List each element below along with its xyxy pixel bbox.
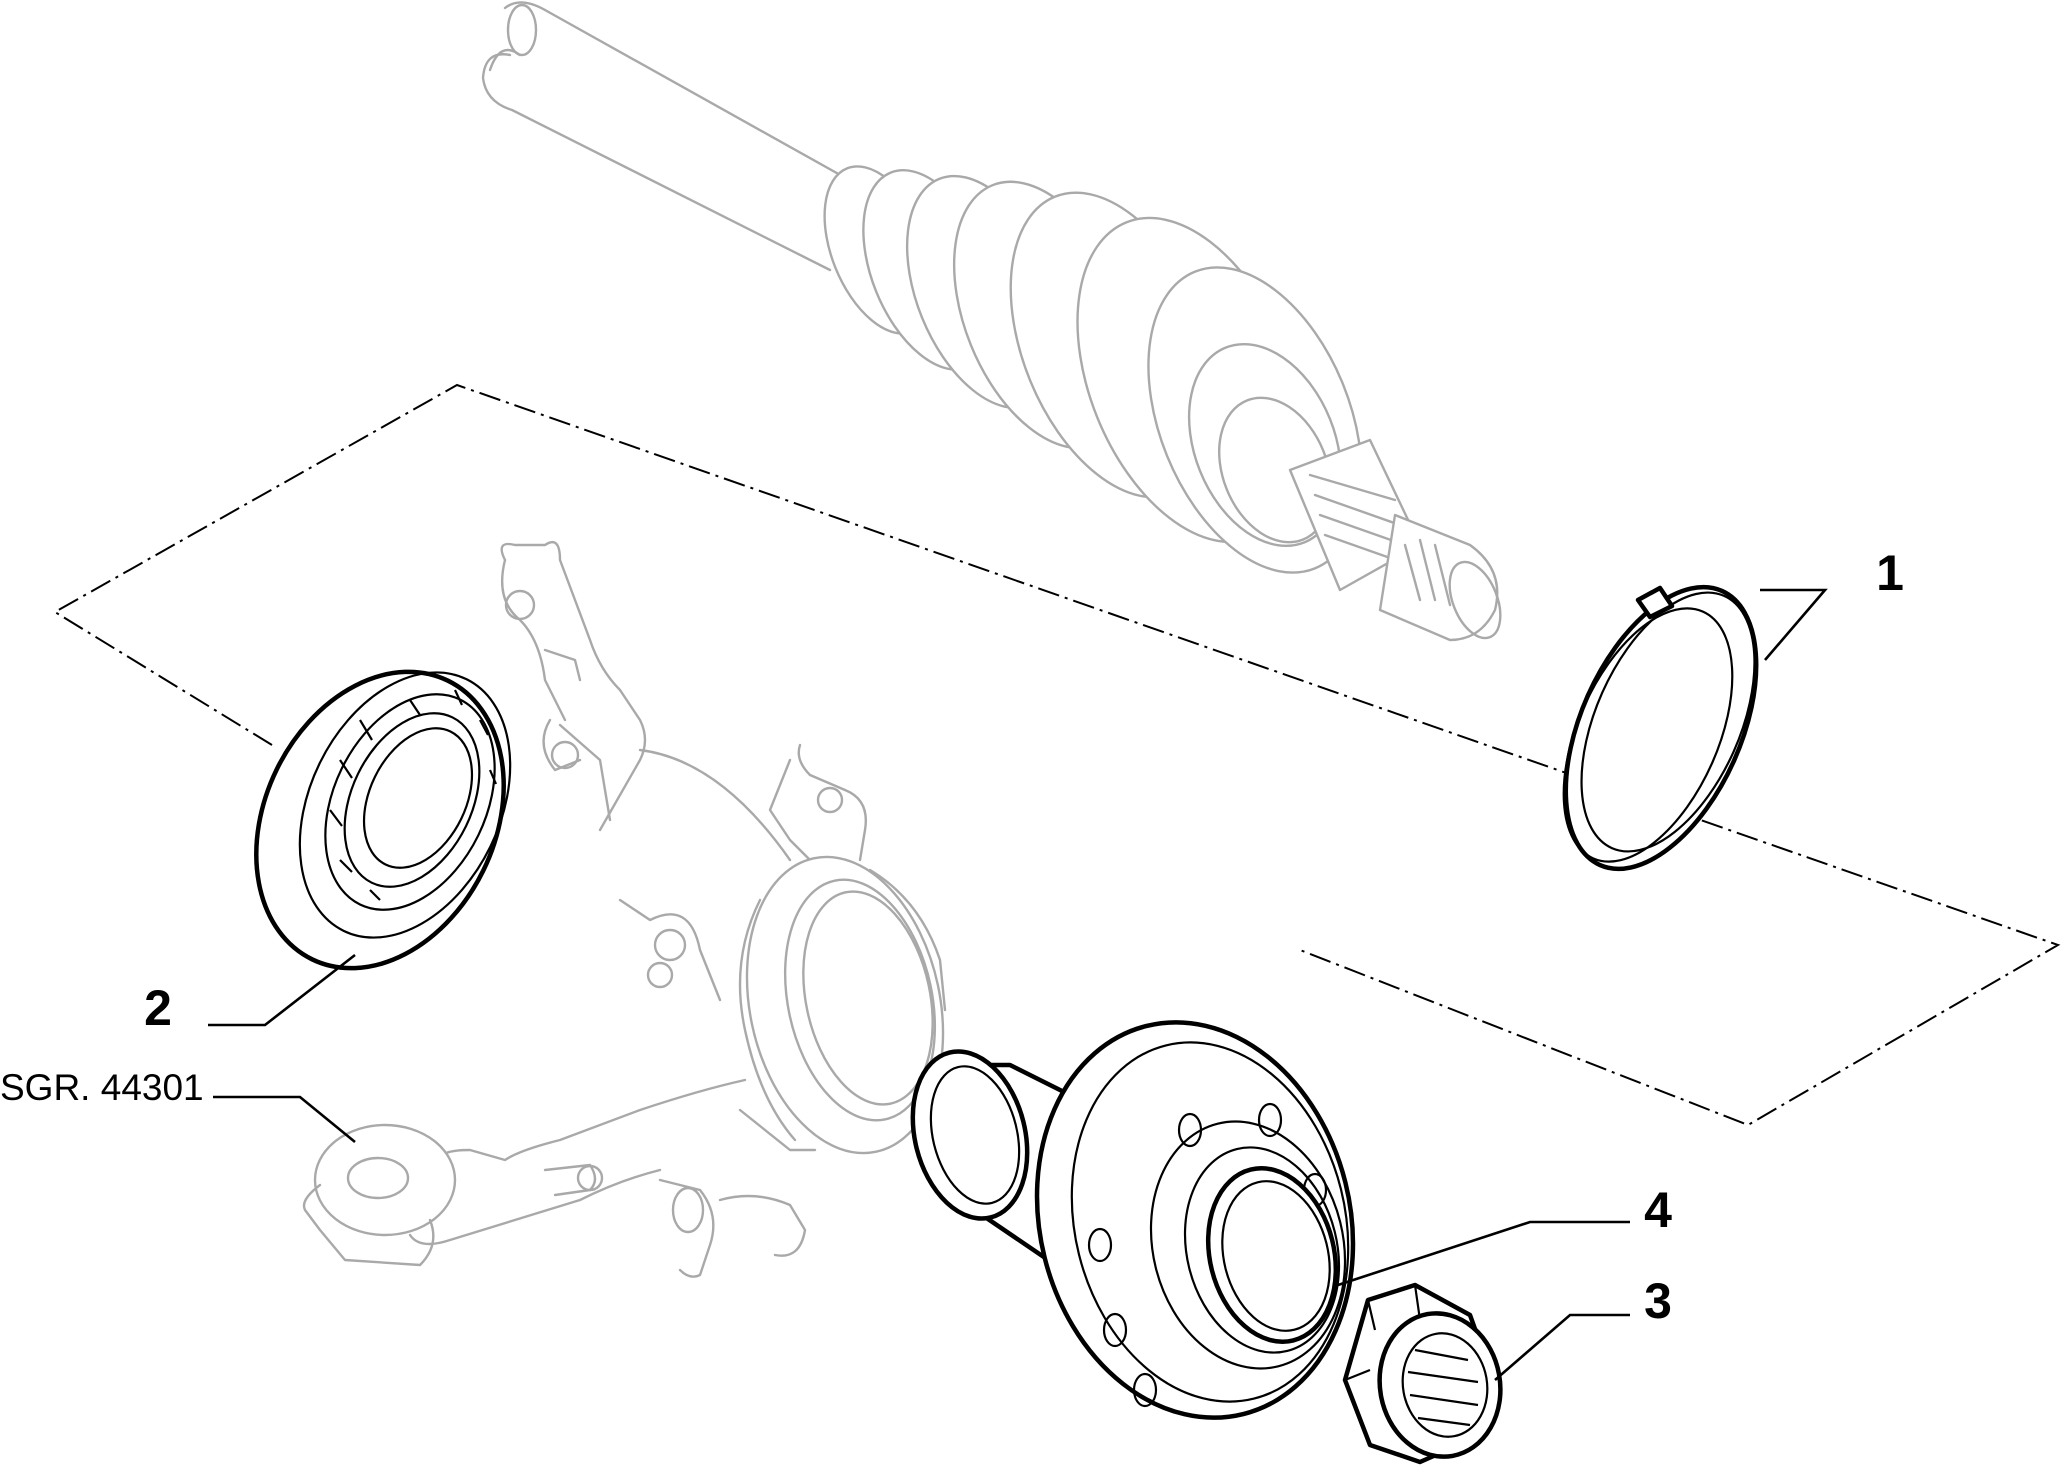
steering-knuckle (302, 540, 947, 1278)
leader-sgr (213, 1095, 356, 1144)
callout-4: 4 (1644, 1182, 1672, 1238)
reference-label[interactable]: SGR. 44301 (0, 1067, 204, 1108)
leader-2 (208, 953, 356, 1027)
hub-bolt-hole (1102, 1312, 1128, 1348)
leader-1 (1760, 588, 1828, 661)
callout-1: 1 (1876, 545, 1904, 601)
hub-nut[interactable] (1342, 1282, 1512, 1466)
callout-2: 2 (144, 980, 172, 1036)
leader-3 (1494, 1313, 1630, 1381)
callout-3: 3 (1644, 1273, 1672, 1329)
hub-bolt-hole (1087, 1227, 1113, 1263)
hub-bolt-hole (1132, 1372, 1158, 1408)
leader-4 (1337, 1220, 1630, 1287)
wheel-bearing[interactable] (209, 630, 552, 1009)
hub-bolt-hole (1257, 1102, 1283, 1138)
drive-shaft (481, 1, 1502, 642)
snap-ring[interactable] (1527, 558, 1795, 897)
wheel-hub[interactable] (896, 988, 1394, 1451)
assembly-outline (53, 383, 2061, 1127)
